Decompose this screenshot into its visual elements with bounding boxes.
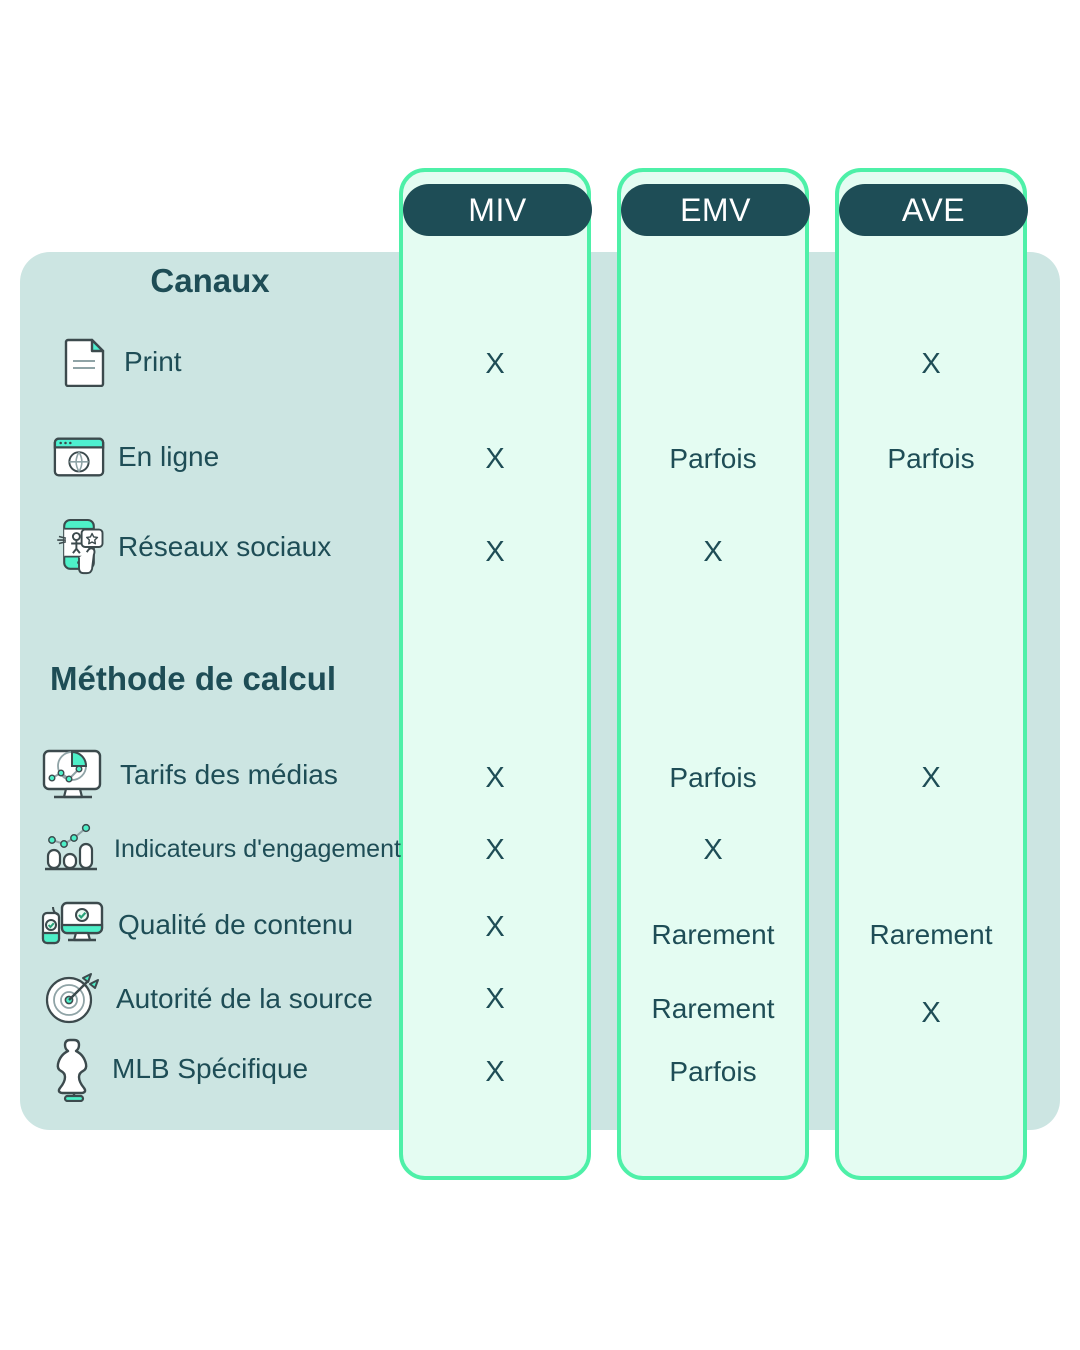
cell-reseaux-emv: X	[703, 536, 723, 568]
column-header-ave[interactable]: AVE	[839, 184, 1028, 236]
column-header-emv[interactable]: EMV	[621, 184, 810, 236]
list-item-en-ligne: En ligne	[52, 430, 219, 484]
cell-mlb-emv: Parfois	[669, 1056, 757, 1087]
list-item-label: Indicateurs d'engagement	[114, 834, 401, 863]
cell-print-miv: X	[485, 348, 505, 380]
cell-indicateurs-miv: X	[485, 834, 505, 866]
list-item-autorite-de-la-source: Autorité de la source	[42, 972, 373, 1026]
bar-line-chart-icon	[40, 822, 102, 876]
mannequin-icon	[48, 1038, 100, 1102]
devices-quality-icon	[40, 898, 106, 952]
cell-qualite-ave: Rarement	[869, 919, 993, 950]
column-header-miv[interactable]: MIV	[403, 184, 592, 236]
section-title-canaux: Canaux	[150, 262, 270, 299]
cell-reseaux-miv: X	[485, 536, 505, 568]
cell-tarifs-emv: Parfois	[669, 762, 757, 793]
list-item-qualite-de-contenu: Qualité de contenu	[40, 898, 353, 952]
list-item-label: Tarifs des médias	[120, 759, 338, 790]
list-item-tarifs-des-medias: Tarifs des médias	[40, 748, 338, 802]
cell-autorite-emv: Rarement	[651, 993, 775, 1024]
metric-column-miv[interactable]	[399, 168, 591, 1180]
document-icon	[58, 335, 112, 389]
browser-globe-icon	[52, 430, 106, 484]
list-item-label: En ligne	[118, 441, 220, 472]
cell-autorite-ave: X	[921, 997, 941, 1029]
list-item-label: Réseaux sociaux	[118, 531, 332, 562]
cell-en-ligne-ave: Parfois	[887, 443, 975, 474]
list-item-label: Print	[124, 346, 182, 377]
cell-en-ligne-emv: Parfois	[669, 443, 757, 474]
cell-tarifs-miv: X	[485, 762, 505, 794]
cell-indicateurs-emv: X	[703, 834, 723, 866]
cell-qualite-miv: X	[485, 911, 505, 943]
list-item-label: MLB Spécifique	[112, 1053, 309, 1084]
list-item-label: Qualité de contenu	[118, 909, 354, 940]
cell-qualite-emv: Rarement	[651, 919, 775, 950]
cell-autorite-miv: X	[485, 983, 505, 1015]
list-item-label: Autorité de la source	[116, 983, 373, 1014]
metric-column-emv[interactable]	[617, 168, 809, 1180]
section-title-methode: Méthode de calcul	[50, 660, 337, 697]
social-phone-icon	[52, 518, 106, 575]
monitor-chart-icon	[40, 748, 108, 802]
list-item-indicateurs-engagement: Indicateurs d'engagement	[40, 822, 401, 876]
list-item-mlb-specifique: MLB Spécifique	[48, 1038, 309, 1102]
list-item-reseaux-sociaux: Réseaux sociaux	[52, 518, 332, 575]
cell-tarifs-ave: X	[921, 762, 941, 794]
cell-en-ligne-miv: X	[485, 443, 505, 475]
metric-column-ave[interactable]	[835, 168, 1027, 1180]
cell-mlb-miv: X	[485, 1056, 505, 1088]
list-item-print: Print	[58, 335, 182, 389]
cell-print-ave: X	[921, 348, 941, 380]
target-dart-icon	[42, 972, 104, 1026]
